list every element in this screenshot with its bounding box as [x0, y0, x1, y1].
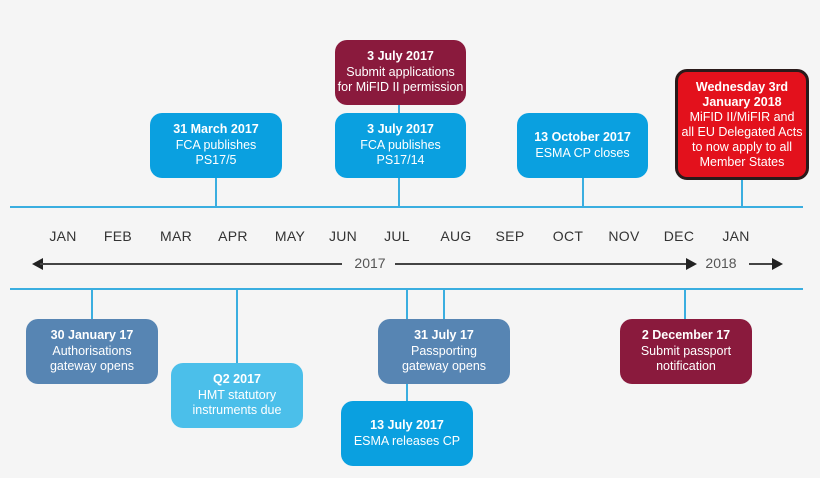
- connector-october: [582, 178, 584, 207]
- year-2017-line-right: [395, 263, 687, 265]
- event-text: gateway opens: [401, 359, 487, 374]
- upper-axis-line: [10, 206, 803, 208]
- event-text: gateway opens: [49, 359, 135, 374]
- month-aug: AUG: [440, 228, 472, 244]
- event-jan-2018-mifid-apply: Wednesday 3rd January 2018 MiFID II/MiFI…: [675, 69, 809, 180]
- month-oct: OCT: [552, 228, 584, 244]
- event-text: ESMA releases CP: [353, 433, 461, 448]
- event-q2-hmt-instruments: Q2 2017 HMT statutory instruments due: [171, 363, 303, 428]
- event-date-line2: January 2018: [702, 94, 782, 109]
- event-date: 3 July 2017: [367, 49, 434, 64]
- event-july-fca-ps17-14: 3 July 2017 FCA publishes PS17/14: [335, 113, 466, 178]
- event-text: HMT statutory: [197, 387, 277, 402]
- event-date: Wednesday 3rd: [695, 79, 789, 94]
- event-text: Member States: [699, 154, 785, 169]
- month-jan-2018: JAN: [722, 228, 750, 244]
- event-date: Q2 2017: [213, 372, 261, 387]
- month-jan: JAN: [49, 228, 77, 244]
- year-2017-label: 2017: [354, 255, 386, 271]
- event-october-esma-cp-closes: 13 October 2017 ESMA CP closes: [517, 113, 648, 178]
- event-date: 31 July 17: [414, 328, 474, 343]
- event-text: FCA publishes: [175, 137, 257, 152]
- event-december-passport-notification: 2 December 17 Submit passport notificati…: [620, 319, 752, 384]
- month-dec: DEC: [663, 228, 695, 244]
- event-text: PS17/14: [376, 153, 425, 168]
- event-date: 31 March 2017: [173, 122, 259, 137]
- connector-december: [684, 289, 686, 319]
- event-text: all EU Delegated Acts: [681, 124, 803, 139]
- connector-july-fca: [398, 178, 400, 207]
- arrow-right-icon-2018: [772, 258, 783, 270]
- event-march-fca-ps17-5: 31 March 2017 FCA publishes PS17/5: [150, 113, 282, 178]
- event-text: Authorisations: [52, 343, 132, 358]
- event-text: for MiFID II permission: [337, 80, 464, 95]
- event-text: instruments due: [192, 403, 282, 418]
- month-nov: NOV: [608, 228, 640, 244]
- connector-july-submit: [398, 105, 400, 113]
- event-text: PS17/5: [195, 153, 237, 168]
- connector-march: [215, 178, 217, 207]
- month-may: MAY: [274, 228, 306, 244]
- connector-jan: [91, 289, 93, 319]
- event-july-submit-applications: 3 July 2017 Submit applications for MiFI…: [335, 40, 466, 105]
- event-text: Submit applications: [346, 64, 455, 79]
- year-2018-line: [749, 263, 774, 265]
- connector-jan-2018: [741, 180, 743, 207]
- event-text: Submit passport: [640, 343, 732, 358]
- month-apr: APR: [218, 228, 248, 244]
- event-text: Passporting: [410, 343, 477, 358]
- event-text: FCA publishes: [360, 137, 441, 152]
- arrow-right-icon: [686, 258, 697, 270]
- event-text: ESMA CP closes: [535, 145, 630, 160]
- event-jan-authorisations-gateway: 30 January 17 Authorisations gateway ope…: [26, 319, 158, 384]
- month-feb: FEB: [103, 228, 133, 244]
- connector-q2: [236, 289, 238, 363]
- month-jul: JUL: [384, 228, 410, 244]
- event-date: 13 July 2017: [370, 418, 444, 432]
- event-date: 30 January 17: [50, 328, 134, 343]
- event-text: to now apply to all: [691, 139, 793, 154]
- event-july-passporting-gateway: 31 July 17 Passporting gateway opens: [378, 319, 510, 384]
- event-date: 2 December 17: [641, 328, 731, 343]
- event-date: 13 October 2017: [534, 130, 631, 144]
- event-text: MiFID II/MiFIR and: [689, 109, 795, 124]
- event-date: 3 July 2017: [367, 122, 434, 137]
- event-text: notification: [656, 359, 716, 374]
- month-mar: MAR: [159, 228, 193, 244]
- year-2018-label: 2018: [705, 255, 737, 271]
- event-july-esma-releases-cp: 13 July 2017 ESMA releases CP: [341, 401, 473, 466]
- arrow-left-icon: [32, 258, 43, 270]
- year-2017-line-left: [40, 263, 342, 265]
- month-sep: SEP: [495, 228, 525, 244]
- connector-passporting: [443, 289, 445, 319]
- month-jun: JUN: [328, 228, 358, 244]
